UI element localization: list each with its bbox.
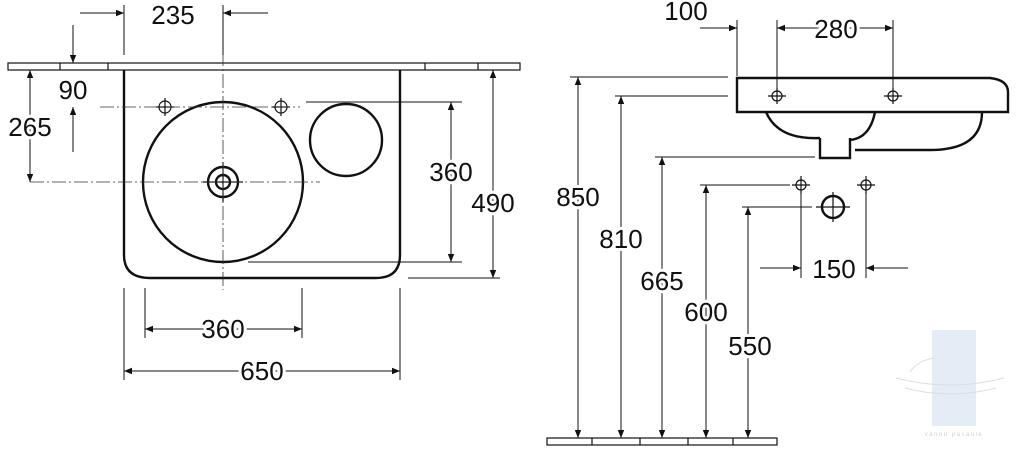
dim-360-width: 360 xyxy=(201,314,244,344)
basin-outline xyxy=(122,70,402,280)
dim-150: 150 xyxy=(812,254,855,284)
dim-100: 100 xyxy=(664,0,707,26)
outlet-right xyxy=(857,176,875,194)
dim-280: 280 xyxy=(814,14,857,44)
dim-235: 235 xyxy=(151,0,194,30)
outlet-left xyxy=(792,176,810,194)
dim-665: 665 xyxy=(640,266,683,296)
side-tap-hole-right xyxy=(884,88,902,104)
top-view: 235 90 265 360 490 360 650 xyxy=(5,0,521,389)
dim-810: 810 xyxy=(599,224,642,254)
wall-strip xyxy=(7,62,521,71)
side-view: 100 280 850 810 665 xyxy=(546,0,1010,446)
floor-strip xyxy=(546,437,778,446)
dim-550: 550 xyxy=(728,331,771,361)
watermark-text: vannu pasaule xyxy=(925,432,984,438)
soap-dish-circle xyxy=(308,102,384,178)
dim-360-height: 360 xyxy=(429,157,472,187)
dim-265: 265 xyxy=(8,112,51,142)
waste-outlet xyxy=(816,192,850,222)
basin-side-profile xyxy=(735,76,1010,160)
dim-90: 90 xyxy=(59,75,88,105)
dim-650: 650 xyxy=(240,356,283,386)
dim-600: 600 xyxy=(684,297,727,327)
dim-850: 850 xyxy=(556,182,599,212)
watermark-logo: vannu pasaule xyxy=(895,330,1005,438)
side-tap-hole-left xyxy=(768,88,786,104)
dim-490: 490 xyxy=(471,188,514,218)
